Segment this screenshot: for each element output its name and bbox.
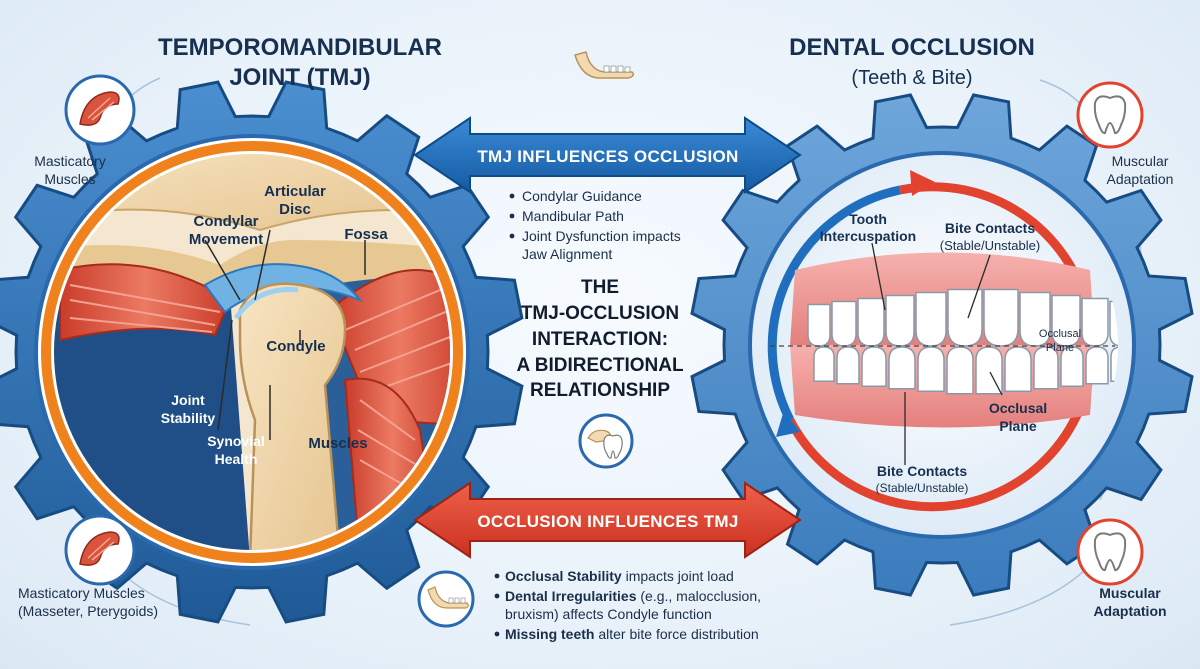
bottom-bullet-4-rest: alter bite force distribution xyxy=(594,626,758,642)
label-stable-bottom: (Stable/Unstable) xyxy=(876,481,969,495)
top-bullet-4: Jaw Alignment xyxy=(522,246,612,262)
bottom-bullet-1: Occlusal Stability impacts joint load xyxy=(505,568,734,584)
center-title-line2: TMJ-OCCLUSION xyxy=(521,303,679,324)
jaw-icon xyxy=(417,570,475,628)
lower-tooth xyxy=(1004,346,1032,392)
label-occlusal-small1: Occlusal xyxy=(1039,328,1081,340)
masticatory-top-line1: Masticatory xyxy=(34,153,106,169)
lower-tooth xyxy=(1060,346,1084,387)
occlusion-cycle-arrow-blue xyxy=(767,185,901,423)
label-articular: Articular xyxy=(264,183,326,200)
muscular-top-line1: Muscular xyxy=(1112,153,1169,169)
center-title-line3: INTERACTION: xyxy=(532,329,668,350)
upper-tooth xyxy=(947,288,983,347)
top-bullet-2: Mandibular Path xyxy=(522,208,624,224)
label-joint: Joint xyxy=(171,392,205,408)
occlusion-influences-tmj-arrow: OCCLUSION INFLUENCES TMJ xyxy=(413,481,802,559)
lower-tooth xyxy=(917,346,945,392)
tooth-jaw-icon xyxy=(578,413,634,469)
muscular-top-line2: Adaptation xyxy=(1107,171,1174,187)
bottom-bullet-4: Missing teeth alter bite force distribut… xyxy=(505,626,759,642)
bottom-bullet-2-rest: (e.g., malocclusion, xyxy=(637,588,762,604)
top-bullet-3: Joint Dysfunction impacts xyxy=(522,228,681,244)
masticatory-top-line2: Muscles xyxy=(44,171,95,187)
bottom-banner-text: OCCLUSION INFLUENCES TMJ xyxy=(477,512,738,531)
lower-tooth xyxy=(836,346,860,385)
label-fossa: Fossa xyxy=(344,226,388,243)
jaw-icon xyxy=(574,51,635,79)
bottom-bullet-4-bold: Missing teeth xyxy=(505,626,594,642)
bottom-bullet-1-rest: impacts joint load xyxy=(622,568,734,584)
label-stability: Stability xyxy=(161,410,216,426)
muscular-bottom-line1: Muscular xyxy=(1099,585,1161,601)
label-health: Health xyxy=(215,451,258,467)
occlusion-title-line1: DENTAL OCCLUSION xyxy=(789,34,1035,61)
bottom-bullet-3: bruxism) affects Condyle function xyxy=(505,606,712,622)
cycle-arrowhead-bottom xyxy=(776,410,800,437)
center-title-line5: RELATIONSHIP xyxy=(530,380,670,401)
tooth-icon xyxy=(1076,81,1144,149)
upper-tooth xyxy=(1081,297,1109,347)
top-bullet-1: Condylar Guidance xyxy=(522,188,642,204)
tmj-title-line1: TEMPOROMANDIBULAR xyxy=(158,34,442,61)
label-stable-top: (Stable/Unstable) xyxy=(940,238,1040,253)
lower-tooth xyxy=(946,346,974,395)
label-occlusal-big2: Plane xyxy=(999,418,1037,434)
label-condylar: Condylar xyxy=(193,213,258,230)
label-bite-contacts-top: Bite Contacts xyxy=(945,220,1035,236)
bottom-bullets: Occlusal Stability impacts joint load De… xyxy=(494,568,761,642)
muscle-icon xyxy=(64,514,136,586)
occlusion-title-line2: (Teeth & Bite) xyxy=(851,67,972,89)
lower-tooth xyxy=(813,346,835,382)
label-disc: Disc xyxy=(279,201,311,218)
bottom-bullet-3-rest: bruxism) affects Condyle function xyxy=(505,606,712,622)
upper-tooth xyxy=(857,297,885,347)
occlusion-leader-lines xyxy=(871,242,1003,465)
cycle-arrowhead-top xyxy=(910,170,935,196)
teeth-illustration xyxy=(770,252,1118,428)
lower-tooth xyxy=(1033,346,1059,390)
tmj-leader-lines xyxy=(204,229,366,440)
tmj-influences-occlusion-arrow: TMJ INFLUENCES OCCLUSION xyxy=(413,116,802,194)
label-tooth: Tooth xyxy=(849,211,887,227)
bottom-bullet-1-bold: Occlusal Stability xyxy=(505,568,622,584)
lower-tooth xyxy=(861,346,887,387)
center-title-line4: A BIDIRECTIONAL xyxy=(516,355,684,376)
masticatory-bottom-line1: Masticatory Muscles xyxy=(18,585,145,601)
label-condyle: Condyle xyxy=(266,338,325,355)
bottom-bullet-2: Dental Irregularities (e.g., malocclusio… xyxy=(505,588,761,604)
masticatory-bottom-line2: (Masseter, Pterygoids) xyxy=(18,603,158,619)
upper-tooth xyxy=(915,291,947,347)
upper-tooth xyxy=(1051,294,1081,347)
top-banner-text: TMJ INFLUENCES OCCLUSION xyxy=(477,147,738,166)
top-bullets: Condylar Guidance Mandibular Path Joint … xyxy=(509,188,681,262)
upper-tooth xyxy=(983,288,1019,347)
lower-tooth xyxy=(1085,346,1109,385)
label-muscles: Muscles xyxy=(308,435,367,452)
center-title: THE TMJ-OCCLUSION INTERACTION: A BIDIREC… xyxy=(516,277,684,401)
bottom-bullet-2-bold: Dental Irregularities xyxy=(505,588,637,604)
tooth-icon xyxy=(1076,518,1144,586)
muscular-bottom-line2: Adaptation xyxy=(1093,603,1166,619)
center-title-line1: THE xyxy=(581,277,619,298)
label-bite-contacts-bottom: Bite Contacts xyxy=(877,463,967,479)
muscle-icon xyxy=(64,74,136,146)
label-synovial: Synovial xyxy=(207,433,265,449)
tmj-title-line2: JOINT (TMJ) xyxy=(229,64,370,91)
upper-tooth xyxy=(807,303,831,347)
upper-tooth xyxy=(831,300,857,347)
upper-tooth xyxy=(885,294,915,347)
label-movement: Movement xyxy=(189,231,263,248)
label-intercuspation: Intercuspation xyxy=(820,228,916,244)
label-occlusal-small2: Plane xyxy=(1046,342,1074,354)
lower-tooth xyxy=(888,346,916,390)
label-occlusal-big1: Occlusal xyxy=(989,400,1047,416)
